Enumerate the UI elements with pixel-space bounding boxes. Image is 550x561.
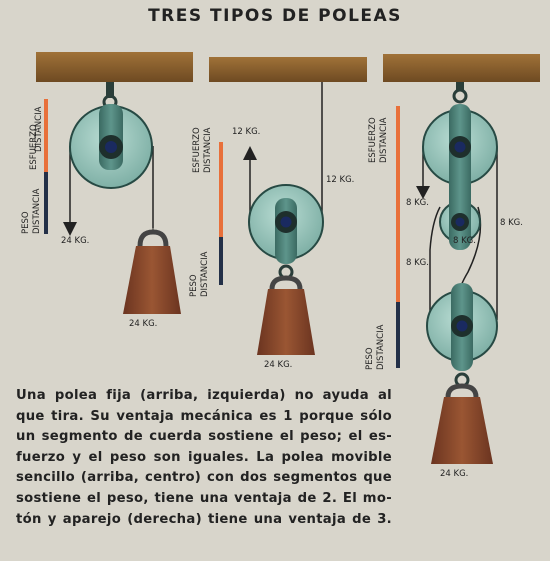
block-and-tackle (416, 82, 498, 464)
right-lower-rope-value: 8 KG. (406, 258, 429, 268)
caption-line: que tira. Su ventaja mecánica es 1 porqu… (16, 408, 392, 424)
ceiling-beam-right (383, 54, 540, 82)
center-effort-label: ESFUERZO (192, 127, 202, 173)
left-effort-value: 24 KG. (61, 236, 89, 246)
movable-pulley (243, 82, 324, 355)
right-distance-label-2: DISTANCIA (376, 324, 386, 370)
center-effort-value: 12 KG. (232, 127, 260, 137)
center-weight-value: 24 KG. (264, 360, 292, 370)
center-distance-label: DISTANCIA (203, 127, 213, 173)
movable-pulley-scale (219, 142, 223, 285)
center-distance-label-2: DISTANCIA (200, 251, 210, 297)
caption-line: tón y aparejo (derecha) tiene una ventaj… (16, 511, 392, 527)
center-rope-value: 12 KG. (326, 175, 354, 185)
right-effort-label: ESFUERZO (368, 117, 378, 163)
left-distance-label-2: DISTANCIA (32, 188, 42, 234)
caption-line: sostiene el peso, tiene una ventaja de 2… (16, 490, 392, 506)
caption-line: un segmento de cuerda sostiene el peso; … (16, 429, 392, 445)
left-effort-label: ESFUERZO (29, 124, 39, 170)
right-middle-value: 8 KG. (453, 236, 476, 246)
block-and-tackle-scale (396, 106, 400, 368)
fixed-pulley-scale (44, 99, 48, 234)
fixed-pulley (63, 82, 181, 314)
right-effort-value: 8 KG. (406, 198, 429, 208)
right-distance-label: DISTANCIA (379, 117, 389, 163)
right-rope-value: 8 KG. (500, 218, 523, 228)
caption-line: sencillo (arriba, centro) con dos segmen… (16, 470, 392, 486)
right-weight-value: 24 KG. (440, 469, 468, 479)
left-weight-label: PESO (21, 211, 31, 234)
caption-line: fuerzo y el peso son iguales. La polea m… (16, 449, 392, 465)
ceiling-beam-left (36, 52, 193, 82)
center-weight-label: PESO (189, 274, 199, 297)
left-distance-label: DISTANCIA (34, 106, 44, 152)
left-weight-value: 24 KG. (129, 319, 157, 329)
ceiling-beam-center (209, 57, 367, 82)
caption-paragraph: Una polea fija (arriba, izquierda) no ay… (16, 386, 392, 530)
caption-line: Una polea fija (arriba, izquierda) no ay… (16, 388, 392, 403)
right-weight-label: PESO (365, 347, 375, 370)
page-title: TRES TIPOS DE POLEAS (148, 6, 402, 26)
